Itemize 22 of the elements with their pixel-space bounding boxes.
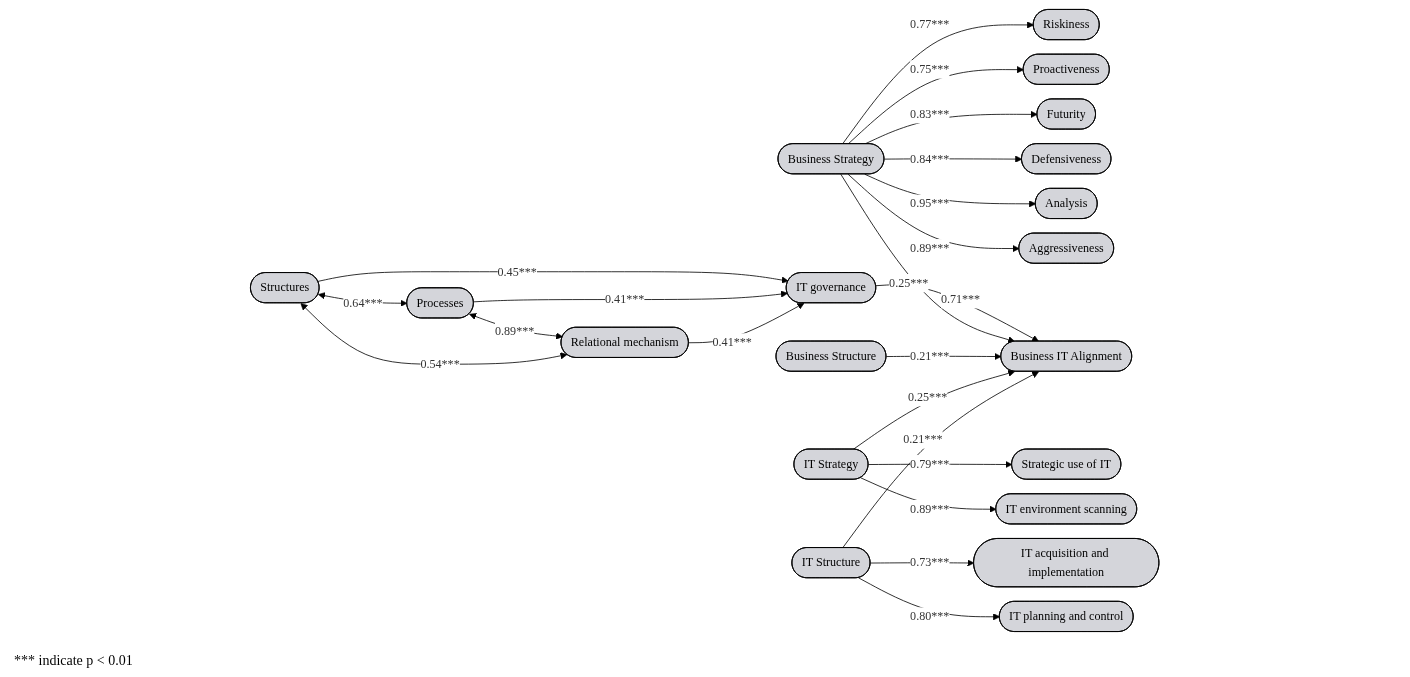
edge-label: 0.83***	[910, 106, 950, 120]
edge-label: 0.21***	[910, 349, 950, 362]
edge-label: 0.89***	[495, 323, 535, 337]
edge-label: 0.79***	[910, 456, 950, 470]
edge-label: 0.89***	[910, 501, 950, 515]
edge-label: 0.84***	[910, 151, 950, 165]
footnote: *** indicate p < 0.01	[14, 653, 133, 669]
edge-label: 0.95***	[910, 196, 950, 210]
edge-label: 0.25***	[889, 275, 929, 289]
edge-label: 0.71***	[941, 291, 981, 305]
edge-label: 0.77***	[910, 17, 950, 31]
edge-label: 0.45***	[497, 264, 538, 278]
edge-label: 0.25***	[908, 390, 948, 403]
edge-label: 0.64***	[343, 295, 383, 309]
edge-label: 0.54***	[420, 357, 461, 370]
edge-label: 0.73***	[910, 555, 950, 569]
edge-label: 0.41***	[605, 292, 645, 306]
edge-label: 0.41***	[712, 335, 753, 349]
edge-label: 0.80***	[910, 609, 950, 623]
edge-label: 0.89***	[910, 241, 950, 254]
edge-label: 0.75***	[910, 62, 950, 76]
edge-label: 0.21***	[903, 432, 943, 445]
